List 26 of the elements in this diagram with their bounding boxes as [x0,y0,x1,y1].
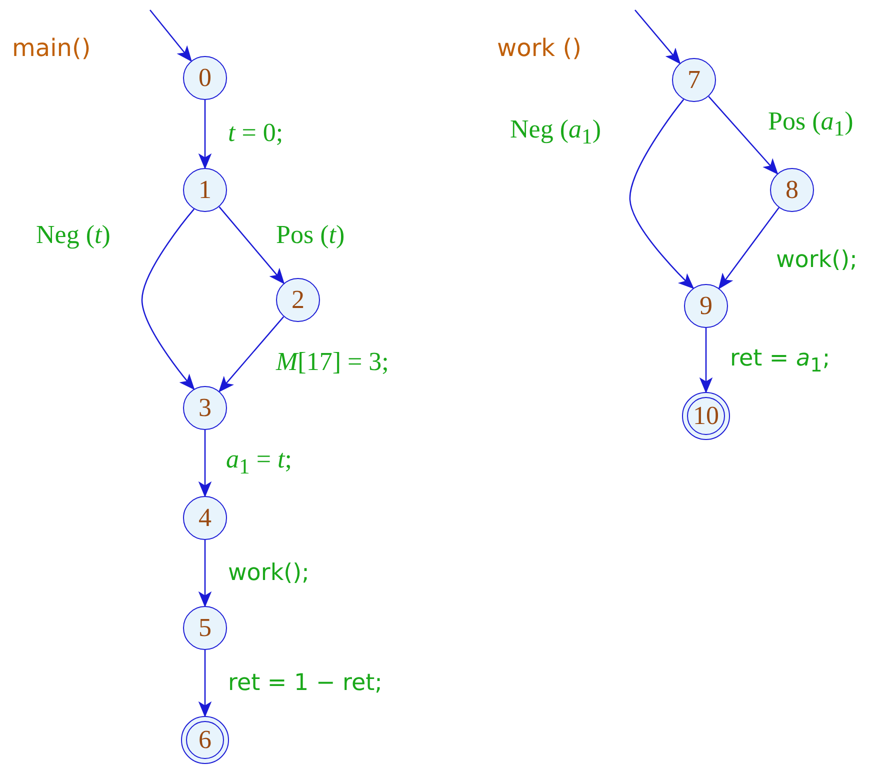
arrow [699,328,713,394]
arrow [198,100,212,170]
state-circle: 8 [770,168,814,212]
arrow [198,650,212,718]
arrow [198,540,212,608]
state-circle: 3 [183,386,227,430]
state-circle: 4 [183,496,227,540]
arrow [218,206,285,284]
arrow [150,10,192,62]
state-circle: 5 [183,606,227,650]
state-circle: 2 [276,278,320,322]
function-name: work () [497,33,582,63]
final-state-circle: 6 [181,716,229,764]
arrow [718,207,780,290]
state-circle: 0 [183,56,227,100]
arrow [634,10,681,64]
state-circle: 7 [672,58,716,102]
final-state-circle: 10 [682,392,730,440]
arrow [708,96,778,175]
state-circle: 1 [183,168,227,212]
state-circle: 9 [684,284,728,328]
arrow [198,430,212,498]
arrow [218,316,284,392]
arrow [141,208,195,390]
arrow [629,99,694,290]
function-name: main() [12,33,91,63]
